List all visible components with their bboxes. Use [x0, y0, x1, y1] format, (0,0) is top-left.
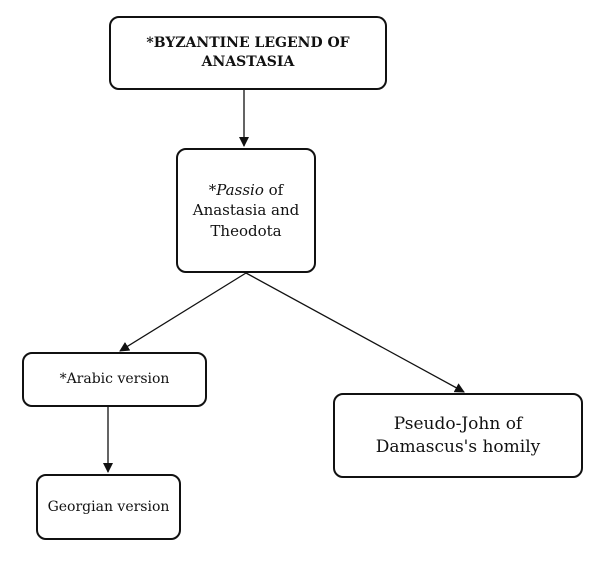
node-passio-italic: Passio	[216, 181, 264, 200]
node-passio: *Passio of Anastasia and Theodota	[176, 148, 316, 273]
node-arabic-version-label: *Arabic version	[60, 370, 170, 389]
node-passio-rest: of Anastasia and Theodota	[192, 181, 300, 240]
node-pseudo-john-homily-label: Pseudo-John of Damascus's homily	[375, 413, 541, 457]
reconstructed-marker: *	[146, 35, 154, 52]
reconstructed-marker: *	[208, 181, 217, 200]
node-byzantine-legend-text: BYZANTINE LEGEND OF ANASTASIA	[153, 35, 350, 70]
edge-passio-to-arabic	[119, 272, 247, 352]
node-georgian-version-label: Georgian version	[47, 498, 170, 515]
node-pseudo-john-homily: Pseudo-John of Damascus's homily	[333, 393, 583, 478]
node-georgian-version: Georgian version	[36, 474, 181, 540]
edge-passio-to-pseudo	[245, 272, 465, 393]
node-byzantine-legend-label: *BYZANTINE LEGEND OF ANASTASIA	[131, 34, 365, 72]
node-arabic-version: *Arabic version	[22, 352, 207, 407]
node-passio-label: *Passio of Anastasia and Theodota	[184, 180, 308, 241]
reconstructed-marker: *	[59, 371, 67, 388]
node-arabic-version-text: Arabic version	[66, 371, 170, 388]
node-byzantine-legend: *BYZANTINE LEGEND OF ANASTASIA	[109, 16, 387, 90]
